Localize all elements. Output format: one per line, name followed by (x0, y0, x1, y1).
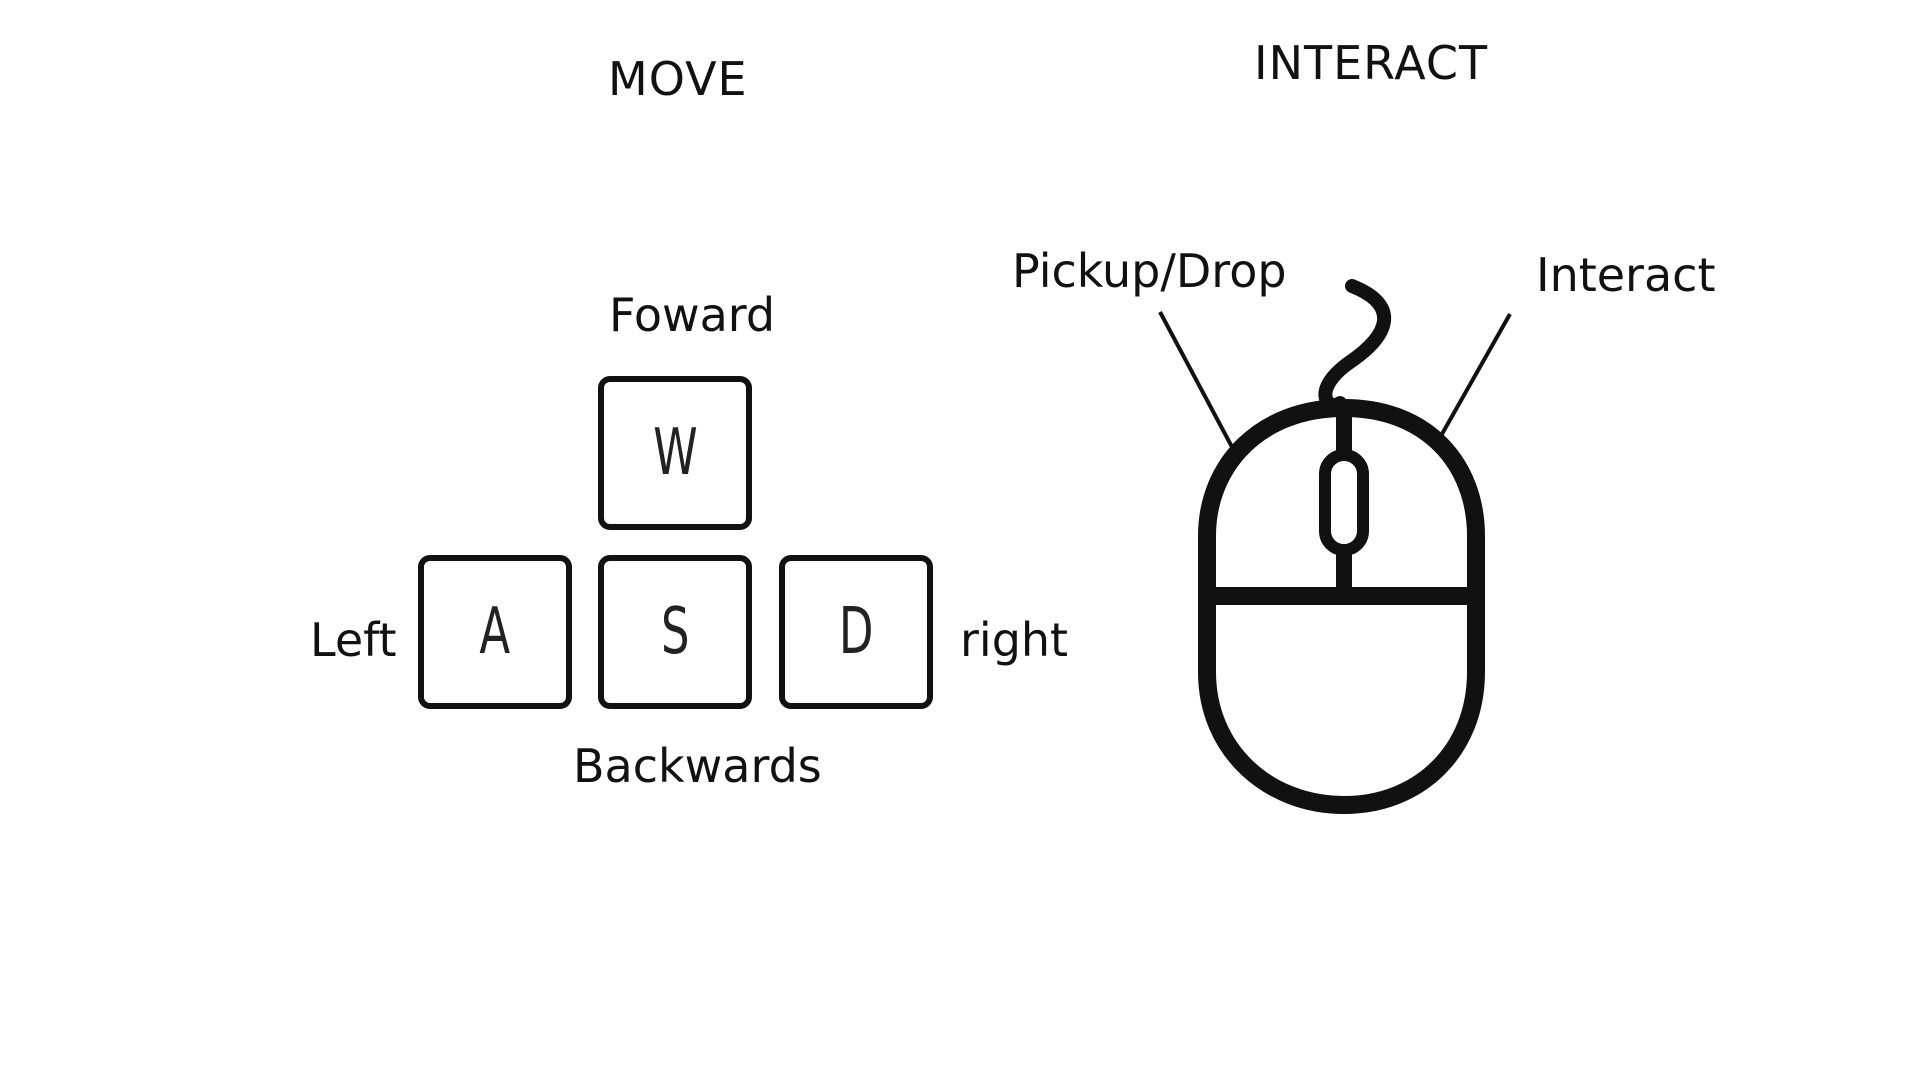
mouse-cable-icon (1318, 279, 1391, 412)
forward-label: Foward (609, 288, 776, 342)
pickup-drop-label: Pickup/Drop (1012, 244, 1287, 298)
left-label: Left (310, 613, 397, 667)
key-s-letter: S (660, 595, 690, 669)
key-d: D (779, 555, 933, 709)
interact-heading: INTERACT (1254, 36, 1489, 90)
backwards-label: Backwards (573, 739, 822, 793)
mouse-body (1198, 398, 1485, 815)
move-heading: MOVE (608, 52, 748, 106)
key-d-letter: D (838, 595, 874, 669)
key-s: S (598, 555, 752, 709)
key-w: W (598, 376, 752, 530)
key-a: A (418, 555, 572, 709)
key-a-letter: A (479, 595, 511, 669)
key-w-letter: W (652, 416, 698, 490)
right-label: right (960, 613, 1069, 667)
scroll-wheel-icon (1319, 449, 1369, 556)
interact-label: Interact (1536, 248, 1716, 302)
